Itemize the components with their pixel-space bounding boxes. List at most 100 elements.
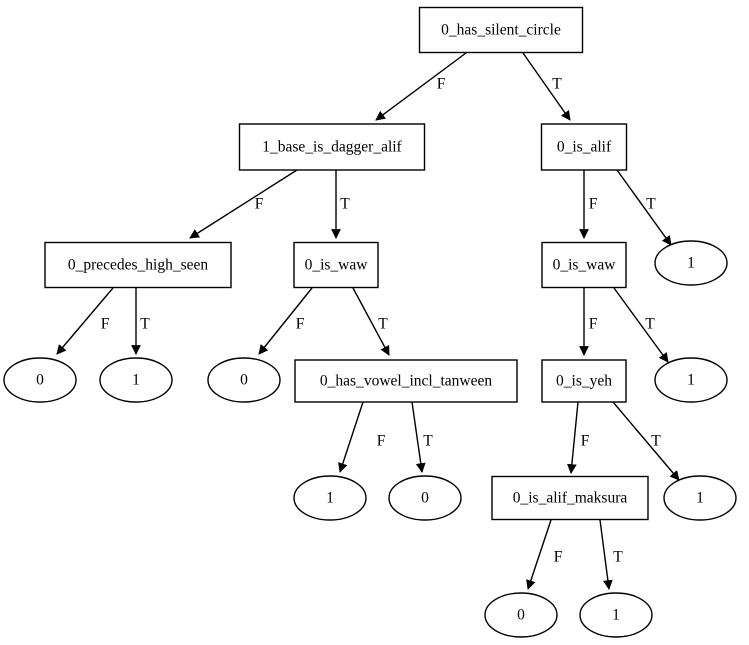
- edge-label-true: T: [140, 316, 150, 333]
- leaf-ellipse: [388, 475, 462, 521]
- nodes-layer: 0_has_silent_circle 1_base_is_dagger_alif…: [3, 6, 737, 638]
- leaf-label: 1: [687, 255, 695, 272]
- node-rect: [293, 241, 379, 289]
- edge-label-true: T: [645, 316, 655, 333]
- edge-label-false: F: [377, 433, 386, 450]
- leaf-node-1[interactable]: 1: [654, 240, 728, 286]
- leaf-node-0[interactable]: 0: [3, 357, 77, 403]
- edge-n1-n3: F: [189, 169, 298, 239]
- decision-node-0_precedes_high_seen[interactable]: 0_precedes_high_seen: [44, 241, 232, 289]
- leaf-node-1[interactable]: 1: [99, 357, 173, 403]
- edge-label-false: F: [589, 316, 598, 333]
- leaf-ellipse: [484, 592, 558, 638]
- decision-node-0_is_waw[interactable]: 0_is_waw: [293, 241, 379, 289]
- edge-label-true: T: [423, 433, 433, 450]
- edge-label-false: F: [437, 76, 446, 93]
- node-label: 0_is_alif: [557, 139, 612, 156]
- decision-node-0_has_silent_circle[interactable]: 0_has_silent_circle: [418, 6, 584, 54]
- leaf-label: 0: [36, 372, 44, 389]
- edge-line: [411, 401, 426, 473]
- decision-node-0_is_yeh[interactable]: 0_is_yeh: [541, 359, 627, 403]
- edge-n8-l9: F: [526, 519, 563, 590]
- leaf-label: 1: [132, 372, 140, 389]
- edge-line: [522, 52, 571, 121]
- leaf-ellipse: [99, 357, 173, 403]
- node-rect: [418, 6, 584, 54]
- leaf-node-1[interactable]: 1: [654, 357, 728, 403]
- leaf-node-1[interactable]: 1: [293, 475, 367, 521]
- leaf-label: 1: [687, 372, 695, 389]
- edge-n8-l10: T: [599, 519, 623, 590]
- leaf-ellipse: [3, 357, 77, 403]
- leaf-node-0[interactable]: 0: [207, 357, 281, 403]
- leaf-label: 0: [421, 490, 429, 507]
- edge-line: [613, 287, 669, 363]
- leaf-ellipse: [663, 475, 737, 521]
- node-label: 0_precedes_high_seen: [68, 257, 209, 274]
- edge-label-false: F: [296, 316, 305, 333]
- edge-line: [616, 169, 672, 246]
- node-rect: [540, 123, 628, 171]
- edge-label-false: F: [581, 433, 590, 450]
- edge-n7-l8: T: [612, 401, 680, 481]
- node-label: 0_has_silent_circle: [441, 22, 561, 39]
- leaf-label: 0: [240, 372, 248, 389]
- edge-n5-l5: T: [613, 287, 669, 363]
- leaf-label: 1: [612, 607, 620, 624]
- edge-n2-l1: T: [616, 169, 672, 246]
- edge-label-true: T: [378, 316, 388, 333]
- edge-n3-l3: T: [131, 288, 150, 355]
- edge-label-true: T: [340, 196, 350, 213]
- edge-label-false: F: [101, 316, 110, 333]
- leaf-label: 1: [696, 490, 704, 507]
- edge-line: [189, 169, 298, 239]
- decision-node-0_is_alif[interactable]: 0_is_alif: [540, 123, 628, 171]
- edge-label-true: T: [646, 196, 656, 213]
- edge-line: [526, 519, 552, 590]
- node-rect: [294, 359, 518, 403]
- edge-n0-n2: T: [522, 52, 571, 121]
- edge-label-true: T: [651, 433, 661, 450]
- leaf-label: 0: [517, 607, 525, 624]
- node-label: 0_is_alif_maksura: [513, 490, 628, 507]
- node-rect: [491, 475, 649, 521]
- edge-line: [566, 401, 579, 474]
- edge-label-false: F: [255, 196, 264, 213]
- edges-layer: F T F T F T F T F T F T F T F T F T: [56, 52, 680, 590]
- leaf-node-1[interactable]: 1: [579, 592, 653, 638]
- leaf-label: 1: [326, 490, 334, 507]
- node-rect: [238, 123, 426, 171]
- edge-n4-l4: F: [258, 287, 313, 355]
- node-label: 0_is_waw: [305, 257, 369, 274]
- leaf-node-0[interactable]: 0: [484, 592, 558, 638]
- decision-node-0_has_vowel_incl_tanween[interactable]: 0_has_vowel_incl_tanween: [294, 359, 518, 403]
- edge-n5-n7: F: [579, 288, 598, 356]
- decision-node-1_base_is_dagger_alif[interactable]: 1_base_is_dagger_alif: [238, 123, 426, 171]
- leaf-node-0[interactable]: 0: [388, 475, 462, 521]
- node-label: 1_base_is_dagger_alif: [262, 139, 402, 156]
- edge-label-false: F: [589, 196, 598, 213]
- edge-n1-n4: T: [331, 170, 350, 239]
- edge-line: [599, 519, 613, 590]
- node-label: 0_is_waw: [553, 257, 617, 274]
- decision-node-0_is_alif_maksura[interactable]: 0_is_alif_maksura: [491, 475, 649, 521]
- leaf-ellipse: [654, 357, 728, 403]
- edge-n2-n5: F: [579, 170, 598, 239]
- edge-line: [56, 287, 114, 355]
- leaf-node-1[interactable]: 1: [663, 475, 737, 521]
- node-rect: [44, 241, 232, 289]
- edge-line: [352, 287, 390, 356]
- edge-label-false: F: [554, 549, 563, 566]
- edge-n3-l2: F: [56, 287, 114, 355]
- leaf-ellipse: [293, 475, 367, 521]
- edge-label-true: T: [552, 76, 562, 93]
- edge-n6-l6: F: [338, 401, 386, 473]
- node-rect: [541, 359, 627, 403]
- leaf-ellipse: [207, 357, 281, 403]
- decision-node-0_is_waw[interactable]: 0_is_waw: [541, 241, 627, 289]
- edge-n6-l7: T: [411, 401, 433, 473]
- edge-n4-n6: T: [352, 287, 390, 356]
- node-label: 0_has_vowel_incl_tanween: [320, 373, 492, 390]
